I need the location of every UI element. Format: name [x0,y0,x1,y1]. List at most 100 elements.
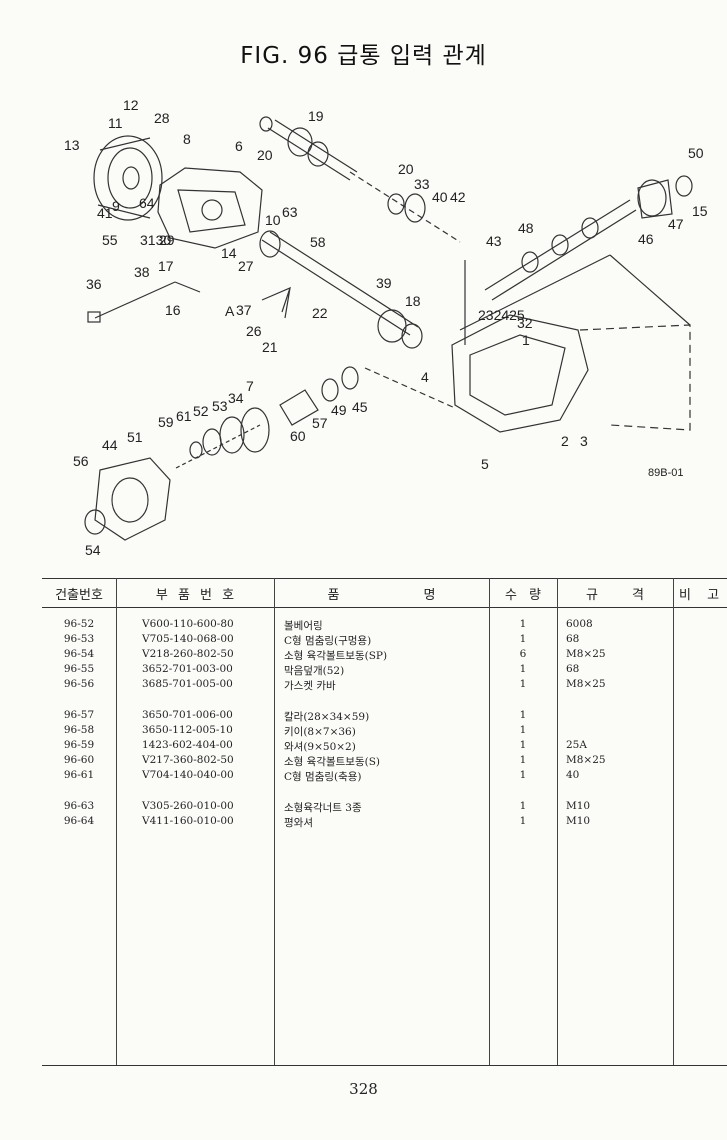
row-no: 96-52 [63,618,95,630]
row-no: 96-57 [63,709,95,721]
header-no: 건출번호 [55,588,103,603]
row-no: 96-63 [63,800,95,812]
column-divider [557,578,558,1065]
callout-label: 47 [668,216,684,232]
row-part-no: V704-140-040-00 [142,769,234,781]
callout-label: 18 [405,293,421,309]
callout-label: 20 [257,147,273,163]
callout-label: 7 [246,378,254,394]
callout-label: 3130 [140,232,171,248]
row-name: 가스켓 카바 [284,680,336,692]
callout-label: 39 [376,275,392,291]
callout-label: 54 [85,542,101,558]
callout-label: 27 [238,258,254,274]
row-qty: 1 [519,678,527,690]
row-qty: 1 [519,754,527,766]
row-qty: 6 [519,648,527,660]
table-bottom-rule [42,1065,727,1066]
row-no: 96-54 [63,648,95,660]
callout-label: 59 [158,414,174,430]
callout-label: 20 [398,161,414,177]
callout-label: 50 [688,145,704,161]
row-no: 96-60 [63,754,95,766]
callout-label: 26 [246,323,262,339]
row-no: 96-53 [63,633,95,645]
callout-label: 13 [64,137,80,153]
column-divider [489,578,490,1065]
callout-label: 4 [421,369,429,385]
header-name: 품 명 [327,588,436,603]
row-part-no: V411-160-010-00 [142,815,234,827]
diagram-drawing [84,116,693,541]
diagram-code: 89B-01 [648,467,683,479]
row-qty: 1 [519,618,527,630]
callout-label: 43 [486,233,502,249]
row-no: 96-58 [63,724,95,736]
row-spec: 68 [566,633,580,645]
callout-label: 41 [97,205,113,221]
callout-label: 232425 [478,307,525,323]
row-qty: 1 [519,633,527,645]
callout-label: 16 [165,302,181,318]
callout-label: 61 [176,408,192,424]
row-part-no: V600-110-600-80 [142,618,234,630]
row-name: 소형육각너트 3종 [284,802,362,814]
row-part-no: V305-260-010-00 [142,800,234,812]
row-name: C형 멈춤링(구멍용) [284,635,372,647]
callout-label: 40 [432,189,448,205]
row-qty: 1 [519,709,527,721]
callout-label: 55 [102,232,118,248]
row-spec: 6008 [566,618,593,630]
callout-label: 9 [112,198,120,214]
callout-label: 32 [517,315,533,331]
row-name: 소형 육각볼트보동(SP) [284,650,388,662]
callout-label: 58 [310,234,326,250]
row-part-no: V705-140-068-00 [142,633,234,645]
row-spec: 40 [566,769,580,781]
row-name: 키이(8×7×36) [284,726,356,738]
callout-label: 8 [183,131,191,147]
callout-label: 29 [159,232,175,248]
row-no: 96-55 [63,663,95,675]
row-spec: 25A [566,739,587,751]
row-part-no: 3650-701-006-00 [142,709,233,721]
callout-label: 60 [290,428,306,444]
table-row: 96-54 V218-260-802-50 소형 육각볼트보동(SP) 6 M8×25 [42,648,727,663]
table-row: 96-52 V600-110-600-80 볼베어링 1 6008 [42,618,727,633]
table-row: 96-53 V705-140-068-00 C형 멈춤링(구멍용) 1 68 [42,633,727,648]
column-divider [274,578,275,1065]
callout-label: 2 [561,433,569,449]
row-part-no: V218-260-802-50 [142,648,234,660]
callout-label: 38 [134,264,150,280]
column-divider [673,578,674,1065]
row-spec: M8×25 [566,678,606,690]
callout-label: 28 [154,110,170,126]
callout-label: 19 [308,108,324,124]
row-no: 96-61 [63,769,95,781]
row-qty: 1 [519,815,527,827]
column-divider [116,578,117,1065]
callout-label: 52 [193,403,209,419]
callout-label: 10 [265,212,281,228]
row-part-no: 3650-112-005-10 [142,724,233,736]
callout-label: 22 [312,305,328,321]
row-qty: 1 [519,724,527,736]
row-part-no: 1423-602-404-00 [142,739,233,751]
row-no: 96-64 [63,815,95,827]
row-spec: 68 [566,663,580,675]
row-name: 볼베어링 [284,620,323,632]
row-qty: 1 [519,800,527,812]
row-spec: M8×25 [566,648,606,660]
callout-label: 44 [102,437,118,453]
callout-label: 21 [262,339,278,355]
figure-title: FIG. 96 급통 입력 관계 [240,43,487,69]
row-name: 막음덮개(52) [284,665,345,677]
